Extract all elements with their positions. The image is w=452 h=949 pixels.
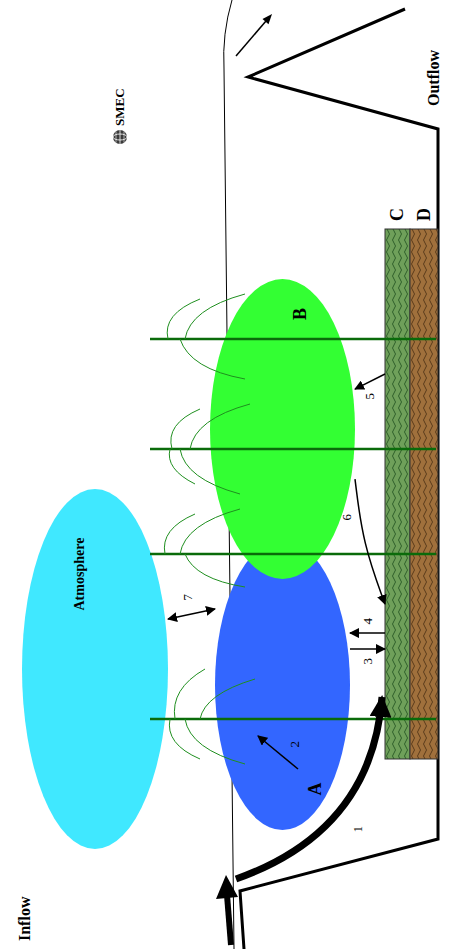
flow-label: Inflow	[16, 897, 34, 941]
plant-leaf	[171, 409, 200, 449]
outflow-arrow-head	[263, 14, 273, 24]
callout-number: 3	[361, 658, 376, 665]
flux-arrow	[168, 609, 215, 619]
outflow-arrow-shaft	[236, 21, 266, 56]
band-shape	[410, 229, 438, 759]
text-holder: SMEC	[113, 88, 128, 126]
callout-number: 2	[288, 741, 303, 748]
plant-leaf	[174, 669, 205, 719]
globe-disc	[113, 130, 127, 144]
text-holder: 2	[288, 741, 303, 748]
globe-equator	[120, 130, 121, 144]
inflow-path-arrow	[236, 697, 382, 879]
text-holder: Outflow	[425, 50, 443, 106]
plant-leaf	[185, 719, 245, 764]
plant-stems	[150, 339, 436, 719]
compartment-letter: D	[414, 208, 435, 221]
compartment-letter: A	[305, 783, 326, 796]
plant-leaf	[169, 449, 195, 484]
ellipse-fill	[22, 489, 168, 849]
band-shape	[385, 229, 410, 759]
plant-leaf	[200, 679, 255, 719]
inflow-arrow-head	[216, 875, 238, 899]
flow-label: Outflow	[425, 50, 443, 106]
plant-leaf	[185, 294, 245, 339]
callout-number: 7	[181, 594, 196, 601]
callout-number: 5	[363, 393, 378, 400]
globe-parallel	[116, 132, 117, 143]
logo-globe	[113, 130, 127, 144]
water-column-ellipse: A	[215, 540, 350, 830]
callout-number: 6	[340, 514, 355, 521]
plant-stem	[150, 553, 436, 556]
compartment-letter: C	[387, 208, 408, 221]
text-holder: D	[414, 208, 435, 221]
globe-parallel	[124, 132, 125, 143]
text-holder: 6	[340, 514, 355, 521]
plant-leaves	[164, 294, 255, 764]
plant-stem	[150, 718, 436, 721]
flux-arrow	[350, 632, 385, 634]
plant-leaf	[169, 719, 200, 759]
plant-stem	[150, 448, 436, 451]
sediment-band: C	[385, 229, 410, 759]
plant-leaf	[180, 509, 240, 554]
plant-stem	[150, 338, 436, 341]
band-fill	[385, 229, 410, 759]
soil-band: D	[410, 229, 438, 759]
flux-arrow	[350, 648, 385, 650]
atmosphere-ellipse: Atmosphere	[22, 489, 168, 849]
text-holder: 1	[351, 826, 366, 833]
text-holder: C	[387, 208, 408, 221]
flux-arrow	[355, 479, 385, 604]
plant-leaf	[180, 339, 245, 379]
logo-text: SMEC	[113, 88, 128, 126]
inflow-arrow-shaft	[227, 895, 231, 945]
band-fill	[410, 229, 438, 759]
plant-leaf	[185, 554, 245, 587]
flux-arrow	[355, 374, 385, 389]
text-holder: Atmosphere	[72, 538, 88, 611]
text-holder: 7	[181, 594, 196, 601]
ellipse-fill	[215, 540, 350, 830]
ellipse-fill	[210, 279, 355, 579]
compartment-letter: B	[290, 308, 311, 320]
plant-leaf	[164, 514, 195, 554]
plant-leaf	[180, 449, 240, 494]
text-holder: 5	[363, 393, 378, 400]
callout-number: 4	[361, 618, 376, 625]
plant-zone-ellipse: B	[210, 279, 355, 579]
text-holder: 4	[361, 618, 376, 625]
compartment-title: Atmosphere	[72, 538, 88, 611]
text-holder: A	[305, 783, 326, 796]
ellipse-shape	[215, 540, 350, 830]
text-holder: Inflow	[16, 897, 34, 941]
callout-number: 1	[351, 826, 366, 833]
plant-leaf	[167, 299, 200, 339]
ellipse-shape	[22, 489, 168, 849]
ellipse-shape	[210, 279, 355, 579]
plant-leaf	[190, 404, 250, 449]
text-holder: B	[290, 308, 311, 320]
process-arrow	[258, 736, 298, 769]
connector-group	[168, 374, 385, 649]
text-holder: 3	[361, 658, 376, 665]
